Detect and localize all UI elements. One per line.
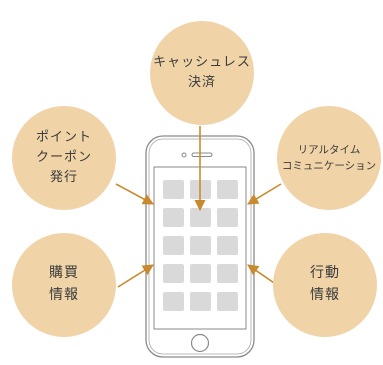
bubble-purchase-line1: 購買 (49, 265, 79, 282)
app-tile (217, 264, 238, 283)
bubble-realtime-line1: リアルタイム (297, 143, 361, 156)
app-tile (217, 208, 238, 227)
bubble-realtime-communication: リアルタイム コミュニケーション (277, 106, 381, 210)
bubble-purchase-line2: 情報 (49, 287, 79, 303)
bubble-action-info: 行動 情報 (273, 233, 377, 337)
app-tile (163, 180, 184, 199)
app-grid (163, 180, 238, 311)
app-tile (163, 236, 184, 255)
app-tile (217, 292, 238, 311)
app-tile (163, 264, 184, 283)
phone-camera (181, 152, 187, 158)
bubble-cashless-line2: 決済 (187, 75, 216, 90)
app-tile (163, 292, 184, 311)
bubble-action-line2: 情報 (310, 287, 340, 303)
app-tile (163, 208, 184, 227)
app-tile (190, 236, 211, 255)
app-tile (190, 264, 211, 283)
bubble-point-coupon: ポイント クーポン 発行 (12, 106, 116, 210)
app-tile (190, 292, 211, 311)
smartphone-icon (145, 135, 255, 358)
arrow-point-coupon (115, 183, 154, 205)
bubble-cashless-line1: キャッシュレス (153, 54, 251, 70)
bubble-realtime-line2: コミュニケーション (281, 160, 377, 172)
app-tile (217, 180, 238, 199)
phone-home-button (190, 333, 210, 353)
bubble-purchase-info: 購買 情報 (12, 233, 116, 337)
arrow-purchase-info (117, 264, 154, 288)
app-tile (217, 236, 238, 255)
bubble-point-coupon-line1: ポイント (35, 129, 92, 145)
app-tile (190, 208, 211, 227)
phone-speaker (191, 152, 213, 157)
arrow-realtime-comm (247, 183, 282, 205)
bubble-point-coupon-line3: 発行 (49, 170, 78, 186)
bubble-action-line1: 行動 (310, 265, 340, 282)
bubble-point-coupon-line2: クーポン (35, 149, 92, 165)
bubble-cashless-payment: キャッシュレス 決済 (150, 21, 254, 125)
